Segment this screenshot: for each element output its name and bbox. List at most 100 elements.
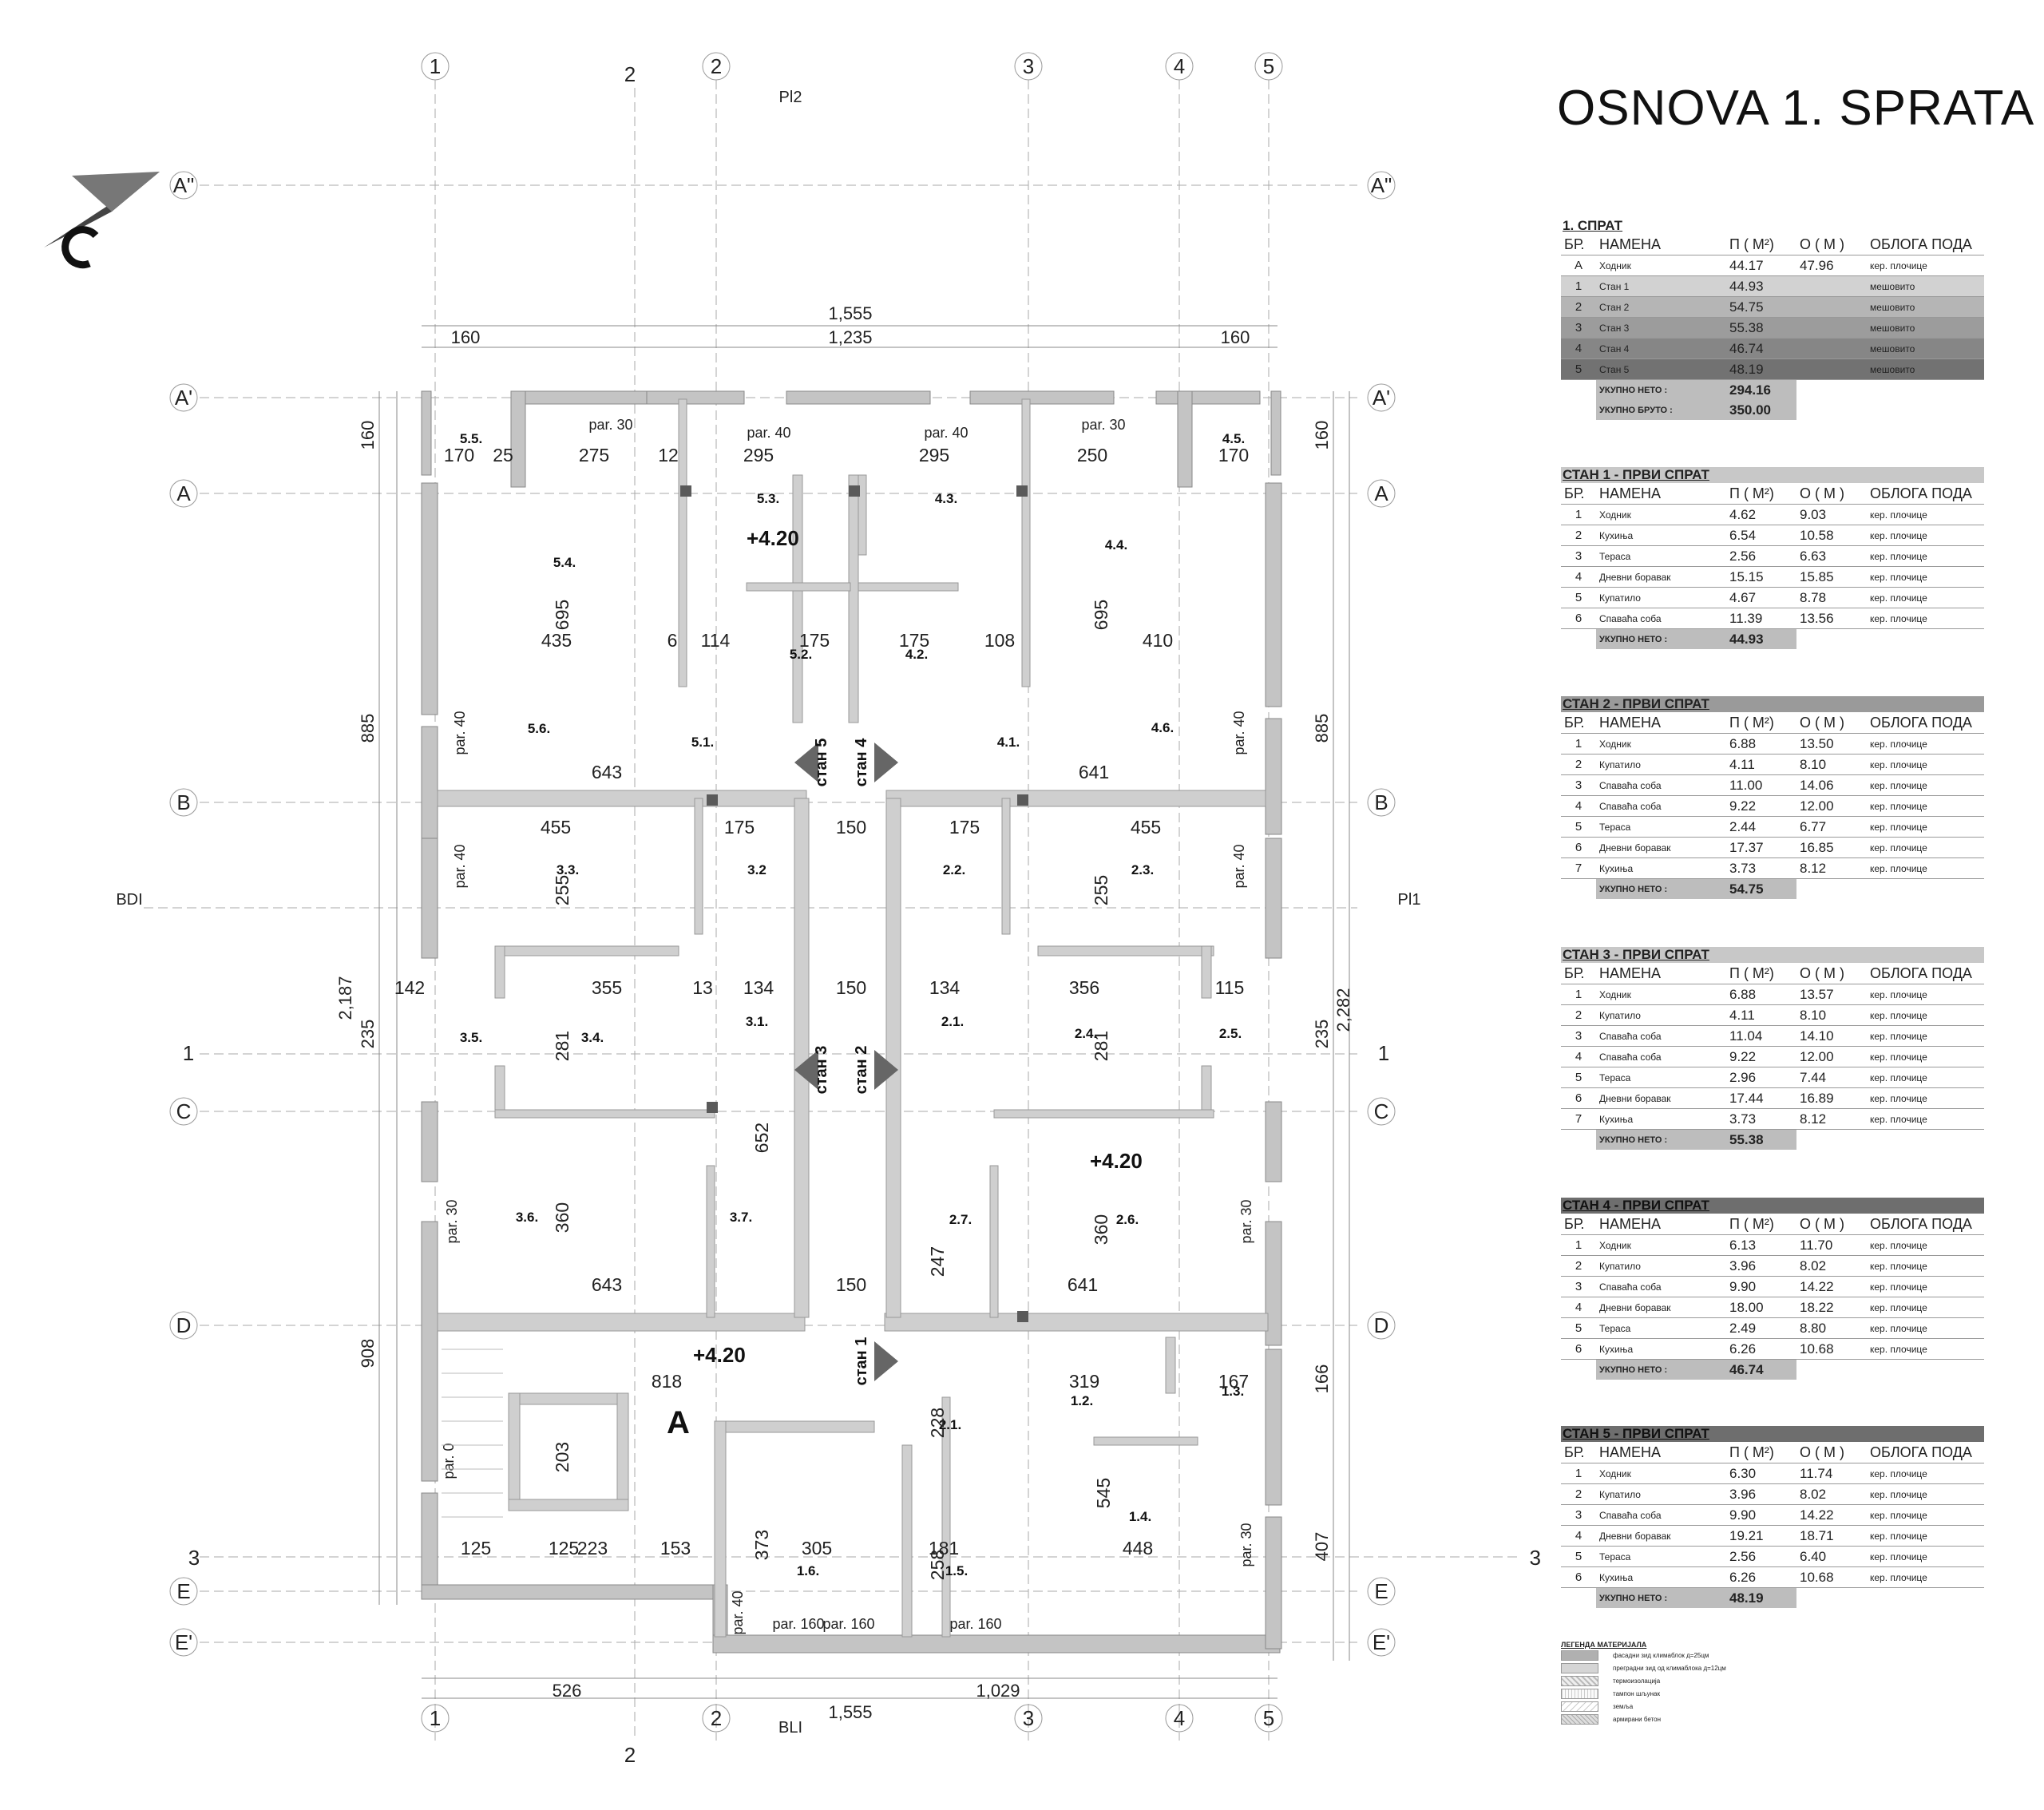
svg-text:355: 355 [592,977,622,998]
net-total: 294.16 [1726,379,1796,400]
svg-text:2: 2 [711,1706,722,1730]
svg-text:par. 160: par. 160 [822,1616,874,1632]
svg-text:D: D [176,1313,192,1337]
summary-table: 1. СПРАТ БР. НАМЕНА П ( М²) О ( М ) ОБЛО… [1561,218,1984,420]
grid-axis-bottom: 1 2 3 4 5 2 BLI [421,1704,1283,1767]
svg-text:5: 5 [1263,1706,1274,1730]
svg-text:255: 255 [552,875,572,905]
svg-text:5.2.: 5.2. [790,647,812,662]
svg-text:1.6.: 1.6. [797,1563,819,1578]
svg-text:175: 175 [799,630,830,651]
svg-text:407: 407 [1312,1532,1332,1562]
svg-text:4.2.: 4.2. [905,647,928,662]
svg-text:par. 160: par. 160 [772,1616,824,1632]
pl1-label: Pl1 [1398,891,1421,909]
materials-legend: ЛЕГЕНДА МАТЕРИЈАЛА фасадни зид климаблок… [1561,1641,1726,1725]
net-total-label: УКУПНО НЕТО : [1596,379,1726,400]
svg-text:281: 281 [1091,1031,1111,1061]
svg-text:par. 30: par. 30 [588,417,632,433]
svg-text:1,555: 1,555 [828,1702,872,1722]
svg-text:5.5.: 5.5. [460,431,482,446]
svg-text:1.2.: 1.2. [1071,1393,1093,1408]
svg-text:643: 643 [592,762,622,782]
overall-dimensions: 1,555 160 1,235 160 526 1,029 1,555 160 … [335,303,1353,1722]
svg-text:228: 228 [927,1408,948,1438]
svg-text:150: 150 [836,1274,866,1295]
staircase [442,1349,503,1518]
floor-plan: 1 2 3 4 5 2 Pl2 1 2 3 4 5 2 BLI A" A' A … [44,52,1541,1767]
columns [680,485,1028,1322]
svg-text:12: 12 [658,445,679,465]
svg-text:par. 40: par. 40 [747,425,790,441]
stair-tags: стан 5 стан 4 стан 3 стан 2 стан 1 [813,738,870,1386]
svg-text:D: D [1374,1313,1389,1337]
svg-text:3.1.: 3.1. [746,1014,768,1029]
svg-text:B: B [1374,790,1388,814]
svg-text:235: 235 [358,1020,378,1049]
grid-top-5: 5 [1263,54,1274,78]
svg-text:360: 360 [1091,1214,1111,1245]
svg-text:247: 247 [927,1246,948,1277]
svg-text:C: C [176,1099,192,1123]
svg-text:5.3.: 5.3. [757,491,779,506]
grid-top-4: 4 [1174,54,1185,78]
room-labels: 5.5. 5.3. 4.3. 4.5. 5.4. 4.4. 5.2. 4.2. … [460,431,1245,1578]
svg-text:3.3.: 3.3. [557,862,579,877]
svg-text:295: 295 [919,445,949,465]
svg-text:1: 1 [1378,1041,1389,1065]
opening-labels: par. 30 par. 40 par. 40 par. 30 par. 40 … [441,417,1254,1635]
svg-text:1: 1 [183,1041,194,1065]
svg-text:+4.20: +4.20 [693,1343,746,1367]
svg-text:E': E' [175,1630,192,1654]
grid-top-3: 3 [1023,54,1034,78]
svg-text:526: 526 [553,1681,582,1701]
svg-text:114: 114 [701,630,731,651]
svg-text:641: 641 [1079,762,1109,782]
svg-text:435: 435 [541,630,572,651]
svg-text:B: B [176,790,190,814]
svg-text:175: 175 [899,630,929,651]
svg-text:6: 6 [667,630,678,651]
svg-text:4.4.: 4.4. [1105,537,1127,553]
svg-text:стан 2: стан 2 [853,1046,870,1095]
svg-text:695: 695 [1091,600,1111,630]
svg-text:+4.20: +4.20 [747,526,799,550]
svg-text:стан 3: стан 3 [813,1046,830,1095]
svg-text:par. 40: par. 40 [730,1590,746,1634]
svg-text:4.1.: 4.1. [997,735,1020,750]
svg-text:160: 160 [451,327,481,347]
north-arrow-icon [44,172,160,269]
svg-text:E: E [176,1579,190,1603]
svg-text:1.5.: 1.5. [945,1563,968,1578]
aux-2-top: 2 [624,62,636,86]
gross-total-label: УКУПНО БРУТО : [1596,400,1726,420]
stair-arrows [794,743,898,1381]
svg-text:4: 4 [1174,1706,1185,1730]
svg-text:908: 908 [358,1339,378,1368]
svg-text:360: 360 [552,1202,572,1233]
svg-text:2.5.: 2.5. [1219,1026,1242,1041]
svg-text:+4.20: +4.20 [1090,1149,1143,1173]
